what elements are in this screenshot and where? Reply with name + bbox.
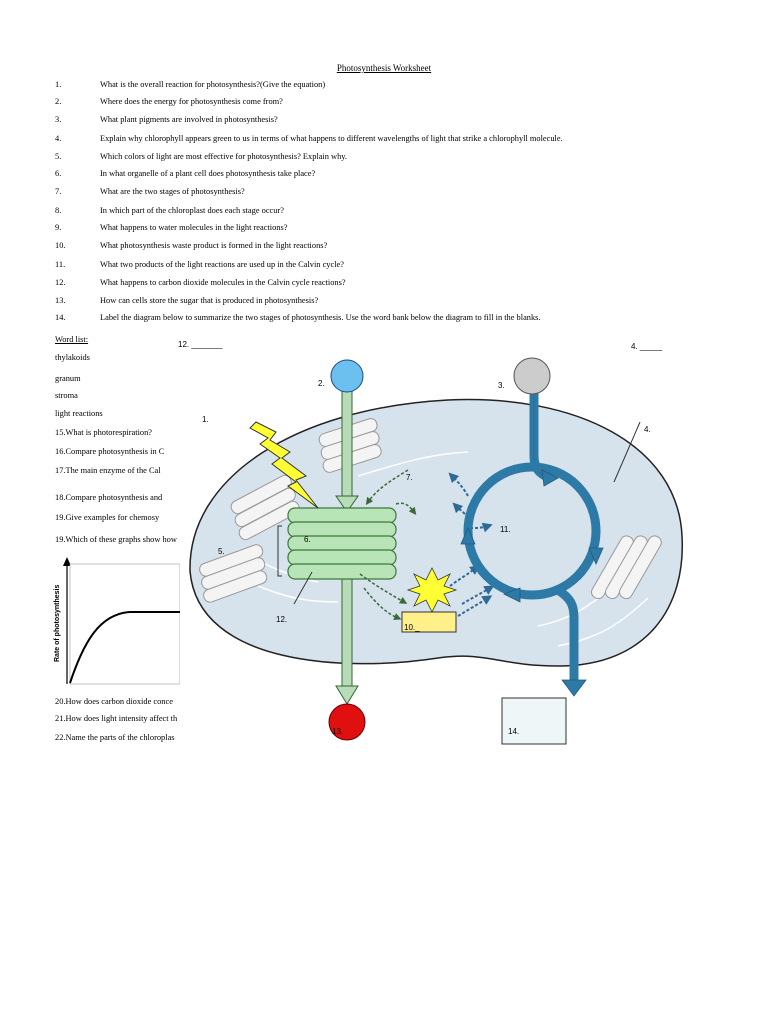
word-item: stroma bbox=[55, 391, 78, 400]
rate-graph: Rate of photosynthesis bbox=[54, 557, 180, 685]
green-arrow-bottom-head bbox=[335, 685, 359, 705]
green-arrow-top-head bbox=[335, 495, 359, 513]
granum-left-lower bbox=[199, 544, 268, 603]
input-circle-right bbox=[513, 357, 551, 395]
graph-plot-area bbox=[69, 563, 180, 685]
photosynthesis-diagram: 12. _______ 4. _____ 2. 3. 1. 4. 7. 6. 1… bbox=[178, 340, 684, 745]
calvin-arrowhead-left bbox=[460, 527, 476, 545]
question-17: 17.The main enzyme of the Cal bbox=[55, 466, 161, 475]
green-granum bbox=[287, 507, 397, 580]
granum-bracket bbox=[277, 525, 282, 577]
question-21: 21.How does light intensity affect th bbox=[55, 714, 178, 723]
question-19-graph: 19.Which of these graphs show how bbox=[55, 535, 177, 544]
output-box bbox=[501, 697, 567, 745]
dashed-green-arrows bbox=[359, 469, 417, 621]
word-item: granum bbox=[55, 374, 81, 383]
worksheet-title: Photosynthesis Worksheet bbox=[336, 63, 432, 73]
graph-curve bbox=[69, 611, 180, 684]
pointer-line-4 bbox=[613, 421, 641, 483]
label-4-blank: 4. _____ bbox=[631, 342, 663, 351]
label-6: 6. bbox=[304, 535, 311, 544]
word-item: thylakoids bbox=[55, 353, 90, 362]
label-1: 1. bbox=[202, 415, 209, 424]
pointer-line-12 bbox=[293, 571, 313, 605]
label-2: 2. bbox=[318, 379, 325, 388]
question-18: 18.Compare photosynthesis and bbox=[55, 493, 163, 502]
calvin-arrowhead-bottom bbox=[503, 587, 521, 603]
label-4: 4. bbox=[644, 425, 651, 434]
label-12: 12. bbox=[276, 615, 287, 624]
question-15: 15.What is photorespiration? bbox=[55, 428, 152, 437]
granum-right bbox=[591, 535, 662, 600]
granum-left-upper bbox=[230, 474, 300, 541]
yellow-box bbox=[401, 611, 457, 633]
output-circle-bottom bbox=[328, 703, 366, 741]
label-12-blank: 12. _______ bbox=[178, 340, 223, 349]
question-20: 20.How does carbon dioxide conce bbox=[55, 697, 173, 706]
label-3: 3. bbox=[498, 381, 505, 390]
label-10: 10._ bbox=[404, 623, 420, 632]
graph-ylabel: Rate of photosynthesis bbox=[54, 584, 61, 662]
question-22: 22.Name the parts of the chloroplas bbox=[55, 733, 175, 742]
calvin-output-arrowhead bbox=[561, 679, 587, 697]
word-item: light reactions bbox=[55, 409, 103, 418]
calvin-output-arrow bbox=[555, 586, 579, 682]
question-19: 19.Give examples for chemosy bbox=[55, 513, 160, 522]
calvin-arrowhead-top bbox=[541, 469, 559, 487]
green-arrow-top-shaft bbox=[341, 389, 353, 501]
green-arrow-bottom-shaft bbox=[341, 577, 353, 689]
label-5: 5. bbox=[218, 547, 225, 556]
sunlight-bolt-icon bbox=[249, 421, 319, 509]
input-circle-left bbox=[330, 359, 364, 393]
calvin-arrowhead-right bbox=[588, 547, 604, 565]
energy-starburst-icon bbox=[406, 567, 458, 613]
label-11: 11. bbox=[500, 525, 511, 534]
label-7: 7. bbox=[406, 473, 413, 482]
graph-y-arrow bbox=[63, 557, 71, 566]
label-13: 13. bbox=[332, 727, 343, 736]
label-14: 14. bbox=[508, 727, 519, 736]
word-list-label: Word list: bbox=[55, 335, 89, 344]
question-16: 16.Compare photosynthesis in C bbox=[55, 447, 165, 456]
